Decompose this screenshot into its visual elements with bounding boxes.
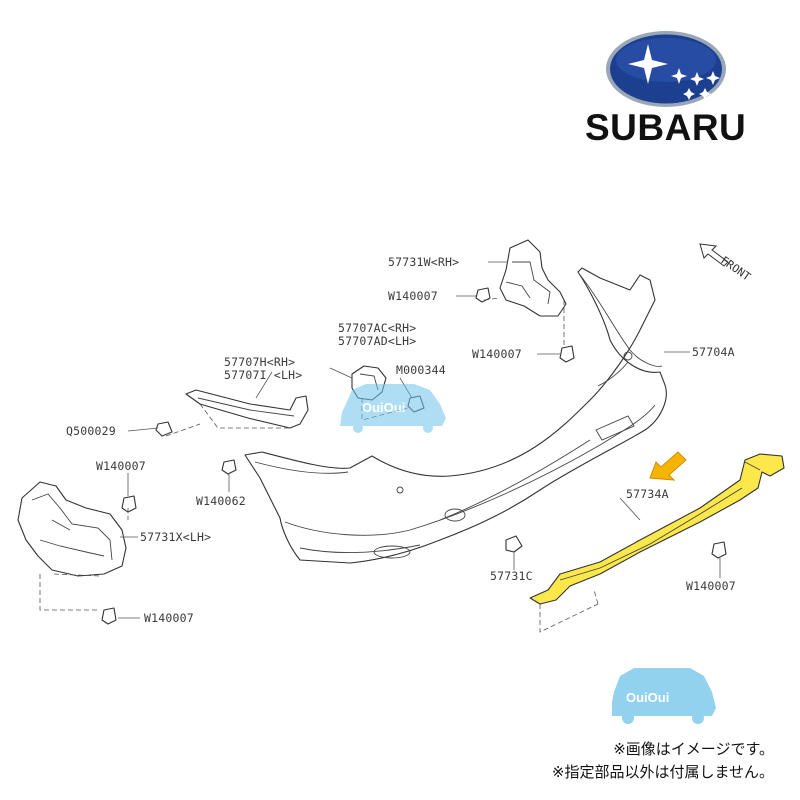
parts-note: ※指定部品以外は付属しません。 <box>551 763 774 781</box>
label-w140007-a: W140007 <box>388 289 438 303</box>
bracket-lh-lower <box>17 481 127 577</box>
label-57707ad: 57707AD<LH> <box>338 334 416 348</box>
bracket-rh-upper <box>499 239 567 317</box>
label-w140007-b: W140007 <box>472 347 522 361</box>
clip-4-icon <box>221 459 237 475</box>
part-labels: 57731W<RH> W140007 W140007 57704A 57707A… <box>66 255 736 625</box>
label-57707h: 57707H<RH> <box>224 355 295 369</box>
label-w140007-d: W140007 <box>144 611 194 625</box>
highlight-arrow-icon <box>649 451 687 481</box>
label-m000344: M000344 <box>396 363 446 377</box>
clip-2-icon <box>559 345 575 363</box>
subaru-emblem <box>606 31 726 107</box>
label-w140007-e: W140007 <box>686 579 736 593</box>
under-cover-highlight <box>529 453 785 605</box>
image-note: ※画像はイメージです。 <box>613 740 774 758</box>
label-57707ac: 57707AC<RH> <box>338 321 416 335</box>
clip-5-icon <box>101 607 117 625</box>
label-57731x: 57731X<LH> <box>140 530 211 544</box>
clip-3-icon <box>121 495 137 513</box>
label-57734a: 57734A <box>626 487 669 501</box>
label-57731c: 57731C <box>490 569 533 583</box>
label-q500029: Q500029 <box>66 424 116 438</box>
front-arrow-icon <box>699 243 729 267</box>
screw-q-icon <box>155 421 173 437</box>
label-57704a: 57704A <box>692 345 735 359</box>
clip-6-icon <box>711 541 727 559</box>
bracket-c <box>505 535 523 553</box>
bracket-bar <box>185 389 309 429</box>
label-w140007-c: W140007 <box>96 459 146 473</box>
label-57731w: 57731W<RH> <box>388 255 459 269</box>
watermark-text-center: OuiOui <box>362 400 405 415</box>
label-w140062: W140062 <box>196 494 246 508</box>
brand-wordmark: SUBARU <box>585 107 746 148</box>
front-label: FRONT <box>718 254 753 284</box>
rear-bumper-face <box>244 267 667 564</box>
watermark-text-lower: OuiOui <box>626 690 669 705</box>
watermark-center: OuiOui <box>340 384 446 433</box>
watermark-lower: OuiOui <box>612 668 716 724</box>
label-57707i: 57707I <LH> <box>224 368 302 382</box>
